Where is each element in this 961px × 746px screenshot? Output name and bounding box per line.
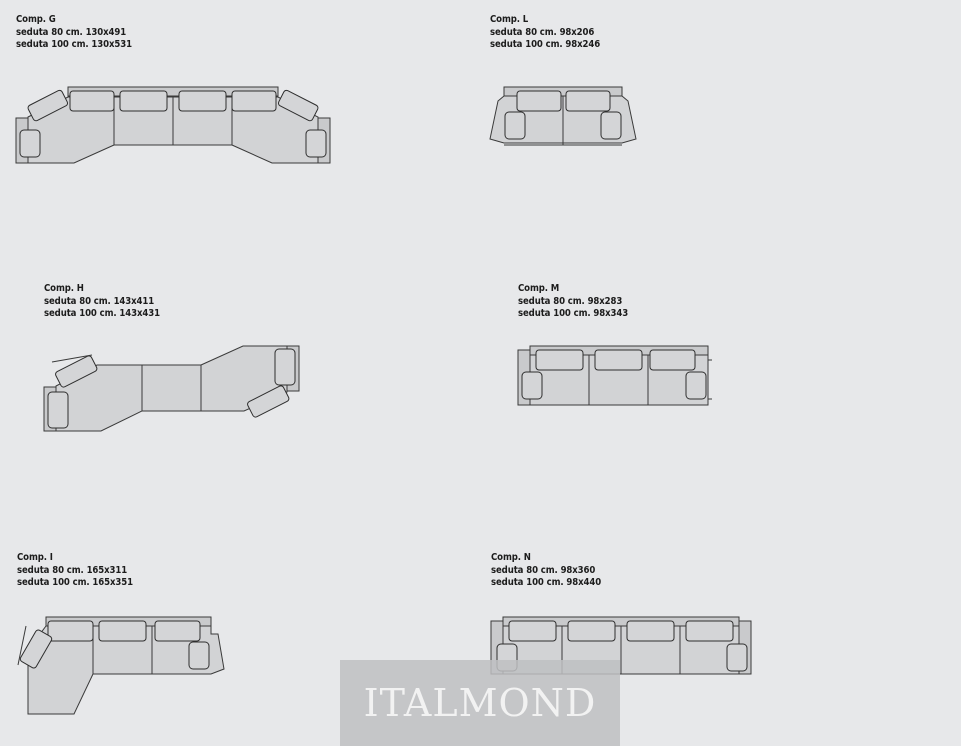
composition-g-caption: Comp. G seduta 80 cm. 130x491 seduta 100… bbox=[16, 14, 132, 52]
seat-100-dimensions: seduta 100 cm. 98x246 bbox=[490, 39, 601, 50]
seat-100-dimensions: seduta 100 cm. 130x531 bbox=[16, 39, 132, 50]
seat-100-dimensions: seduta 100 cm. 165x351 bbox=[17, 577, 133, 588]
composition-title: Comp. L bbox=[490, 14, 529, 25]
seat-80-dimensions: seduta 80 cm. 130x491 bbox=[16, 26, 127, 38]
composition-title: Comp. N bbox=[491, 552, 531, 563]
italmond-watermark: ITALMOND bbox=[340, 660, 620, 746]
composition-i-caption: Comp. I seduta 80 cm. 165x311 seduta 100… bbox=[17, 552, 133, 590]
seat-80-dimensions: seduta 80 cm. 98x283 bbox=[518, 295, 623, 307]
seat-80-dimensions: seduta 80 cm. 98x206 bbox=[490, 26, 595, 38]
composition-title: Comp. M bbox=[518, 283, 560, 294]
composition-l-caption: Comp. L seduta 80 cm. 98x206 seduta 100 … bbox=[490, 14, 600, 52]
seat-80-dimensions: seduta 80 cm. 98x360 bbox=[491, 564, 596, 576]
seat-100-dimensions: seduta 100 cm. 98x343 bbox=[518, 308, 629, 319]
composition-m-caption: Comp. M seduta 80 cm. 98x283 seduta 100 … bbox=[518, 283, 628, 321]
seat-100-dimensions: seduta 100 cm. 98x440 bbox=[491, 577, 602, 588]
composition-title: Comp. I bbox=[17, 552, 53, 563]
seat-80-dimensions: seduta 80 cm. 143x411 bbox=[44, 295, 155, 307]
composition-n-caption: Comp. N seduta 80 cm. 98x360 seduta 100 … bbox=[491, 552, 601, 590]
composition-title: Comp. G bbox=[16, 14, 56, 25]
composition-h-caption: Comp. H seduta 80 cm. 143x411 seduta 100… bbox=[44, 283, 160, 321]
composition-title: Comp. H bbox=[44, 283, 84, 294]
seat-80-dimensions: seduta 80 cm. 165x311 bbox=[17, 564, 128, 576]
seat-100-dimensions: seduta 100 cm. 143x431 bbox=[44, 308, 160, 319]
